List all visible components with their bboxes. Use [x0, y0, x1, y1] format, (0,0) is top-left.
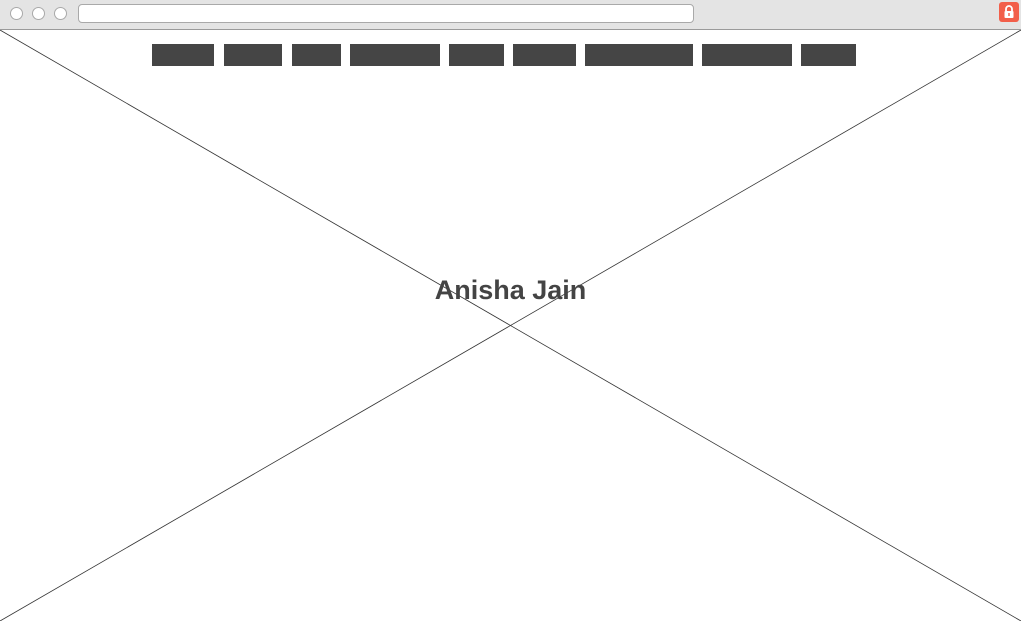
page-viewport: Anisha Jain — [0, 30, 1021, 621]
nav-item-9[interactable] — [801, 44, 856, 66]
nav-item-8[interactable] — [702, 44, 792, 66]
zoom-window-button[interactable] — [54, 7, 67, 20]
main-navigation — [0, 44, 1021, 66]
minimize-window-button[interactable] — [32, 7, 45, 20]
nav-item-4[interactable] — [350, 44, 440, 66]
address-bar[interactable] — [78, 4, 694, 23]
close-window-button[interactable] — [10, 7, 23, 20]
nav-item-7[interactable] — [585, 44, 693, 66]
nav-item-2[interactable] — [224, 44, 282, 66]
image-placeholder — [0, 30, 1021, 621]
page-title: Anisha Jain — [434, 275, 587, 305]
lock-icon[interactable] — [999, 2, 1019, 22]
nav-item-6[interactable] — [513, 44, 576, 66]
nav-item-1[interactable] — [152, 44, 214, 66]
browser-toolbar — [0, 0, 1021, 30]
nav-item-3[interactable] — [292, 44, 341, 66]
nav-item-5[interactable] — [449, 44, 504, 66]
